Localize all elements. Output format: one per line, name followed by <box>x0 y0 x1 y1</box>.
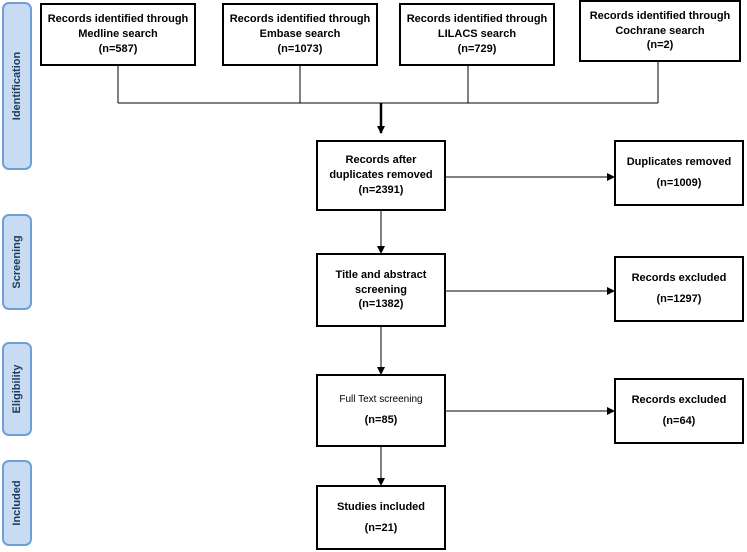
excluded-screening-box: Records excluded (n=1297) <box>614 256 744 322</box>
excluded-eligibility-box: Records excluded (n=64) <box>614 378 744 444</box>
studies-included-count: (n=21) <box>364 521 398 534</box>
duplicates-removed-count: (n=1009) <box>656 177 702 189</box>
phase-identification: Identification <box>2 2 32 170</box>
title-abstract-box: Title and abstract screening (n=1382) <box>316 253 446 327</box>
excluded-screening-count: (n=1297) <box>656 293 702 305</box>
medline-box: Records identified through Medline searc… <box>40 3 196 66</box>
cochrane-count: (n=2) <box>646 39 674 52</box>
full-text-count: (n=85) <box>364 413 398 426</box>
lilacs-box: Records identified through LILACS search… <box>399 3 555 66</box>
phase-identification-label: Identification <box>11 51 23 121</box>
excluded-eligibility-count: (n=64) <box>662 415 696 427</box>
phase-screening-label: Screening <box>11 235 23 289</box>
phase-included: Included <box>2 460 32 546</box>
studies-included-box: Studies included (n=21) <box>316 485 446 550</box>
full-text-box: Full Text screening (n=85) <box>316 374 446 447</box>
after-duplicates-count: (n=2391) <box>358 183 404 196</box>
after-duplicates-box: Records after duplicates removed (n=2391… <box>316 140 446 211</box>
embase-box: Records identified through Embase search… <box>222 3 378 66</box>
title-abstract-count: (n=1382) <box>358 298 404 311</box>
phase-eligibility: Eligibility <box>2 342 32 436</box>
cochrane-box: Records identified through Cochrane sear… <box>579 0 741 62</box>
embase-count: (n=1073) <box>277 42 323 55</box>
lilacs-count: (n=729) <box>457 42 497 55</box>
phase-eligibility-label: Eligibility <box>11 364 23 414</box>
duplicates-removed-box: Duplicates removed (n=1009) <box>614 140 744 206</box>
phase-screening: Screening <box>2 214 32 310</box>
medline-count: (n=587) <box>98 42 138 55</box>
phase-included-label: Included <box>11 480 23 526</box>
